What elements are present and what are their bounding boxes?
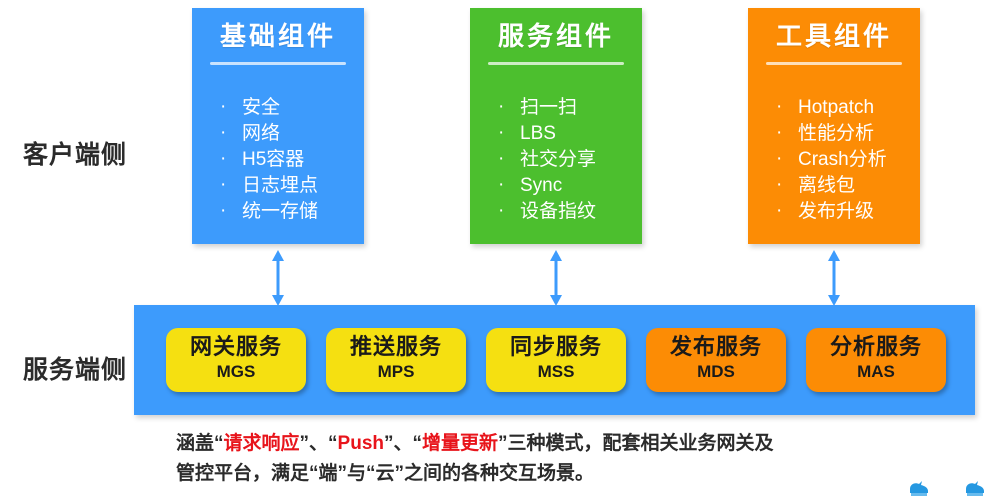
client-side-label: 客户端侧: [22, 141, 127, 169]
bullet-icon: ·: [220, 122, 227, 143]
double-arrow-icon: [828, 250, 840, 306]
list-item: · Hotpatch: [772, 95, 920, 121]
list-item-label: 性能分析: [798, 123, 875, 144]
bird-logo-icon: [966, 481, 984, 496]
bullet-icon: ·: [498, 200, 505, 221]
list-item: · Sync: [494, 173, 642, 199]
service-box-mds[interactable]: 发布服务 MDS: [646, 328, 786, 392]
caption-highlight: 增量更新: [422, 433, 499, 454]
caption-highlight: Push: [337, 433, 384, 454]
service-abbr: MGS: [216, 362, 256, 381]
list-item-label: Crash分析: [798, 149, 887, 170]
list-item-label: 安全: [242, 97, 281, 118]
bullet-icon: ·: [220, 96, 227, 117]
double-arrow-icon: [550, 250, 562, 306]
caption-text: ”、“: [384, 433, 423, 454]
service-abbr: MPS: [377, 362, 415, 381]
component-card-foundation[interactable]: 基础组件 · 安全 · 网络 · H5容器 · 日志埋点 · 统一存储: [192, 8, 364, 244]
bullet-icon: ·: [220, 200, 227, 221]
caption-text: ”三种模式，配套相关业务网关及: [498, 433, 774, 454]
caption-text: ”、“: [299, 433, 338, 454]
service-name: 同步服务: [509, 334, 602, 359]
card-title-divider: [488, 62, 624, 65]
card-title: 工具组件: [775, 21, 892, 51]
list-item-label: 扫一扫: [520, 97, 578, 118]
service-box-mgs[interactable]: 网关服务 MGS: [166, 328, 306, 392]
list-item-label: 离线包: [798, 175, 856, 196]
list-item-label: 社交分享: [520, 149, 597, 170]
list-item: · 发布升级: [772, 199, 920, 225]
list-item: · 离线包: [772, 173, 920, 199]
card-title-divider: [766, 62, 902, 65]
list-item-label: H5容器: [242, 149, 305, 170]
service-name: 网关服务: [189, 334, 282, 359]
bird-logo-icon: [910, 481, 928, 496]
bullet-icon: ·: [776, 174, 783, 195]
list-item: · LBS: [494, 121, 642, 147]
list-item: · 设备指纹: [494, 199, 642, 225]
service-name: 分析服务: [829, 334, 922, 359]
list-item-label: 设备指纹: [520, 201, 597, 222]
list-item-label: LBS: [520, 123, 556, 144]
card-title: 基础组件: [219, 21, 336, 51]
bullet-icon: ·: [776, 148, 783, 169]
service-box-mps[interactable]: 推送服务 MPS: [326, 328, 466, 392]
list-item-label: Hotpatch: [798, 97, 875, 118]
card-item-list: · 安全 · 网络 · H5容器 · 日志埋点 · 统一存储: [192, 95, 364, 225]
bullet-icon: ·: [498, 148, 505, 169]
list-item: · 网络: [216, 121, 364, 147]
bullet-icon: ·: [498, 96, 505, 117]
card-item-list: · 扫一扫 · LBS · 社交分享 · Sync · 设备指纹: [470, 95, 642, 225]
bullet-icon: ·: [776, 200, 783, 221]
service-box-mas[interactable]: 分析服务 MAS: [806, 328, 946, 392]
bullet-icon: ·: [220, 148, 227, 169]
list-item-label: 日志埋点: [242, 175, 319, 196]
card-title-divider: [210, 62, 346, 65]
list-item: · 扫一扫: [494, 95, 642, 121]
caption-block: 涵盖“请求响应”、“Push”、“增量更新”三种模式，配套相关业务网关及 管控平…: [176, 429, 966, 489]
bullet-icon: ·: [498, 174, 505, 195]
service-name: 发布服务: [669, 334, 762, 359]
server-side-label: 服务端侧: [22, 356, 127, 384]
list-item-label: 网络: [242, 123, 281, 144]
caption-highlight: 请求响应: [223, 433, 300, 454]
service-abbr: MSS: [537, 362, 575, 381]
double-arrow-icon: [272, 250, 284, 306]
bullet-icon: ·: [220, 174, 227, 195]
watermark: [906, 475, 988, 497]
list-item-label: Sync: [520, 175, 563, 196]
component-card-service[interactable]: 服务组件 · 扫一扫 · LBS · 社交分享 · Sync · 设备指纹: [470, 8, 642, 244]
service-abbr: MDS: [697, 362, 735, 381]
caption-line-1: 涵盖“请求响应”、“Push”、“增量更新”三种模式，配套相关业务网关及: [176, 429, 966, 459]
service-abbr: MAS: [857, 362, 895, 381]
card-item-list: · Hotpatch · 性能分析 · Crash分析 · 离线包 · 发布升级: [748, 95, 920, 225]
list-item: · 性能分析: [772, 121, 920, 147]
list-item-label: 统一存储: [242, 201, 319, 222]
list-item: · 统一存储: [216, 199, 364, 225]
list-item: · 安全: [216, 95, 364, 121]
component-card-tools[interactable]: 工具组件 · Hotpatch · 性能分析 · Crash分析 · 离线包 · 发布升级: [748, 8, 920, 244]
bullet-icon: ·: [776, 122, 783, 143]
list-item: · Crash分析: [772, 147, 920, 173]
bullet-icon: ·: [498, 122, 505, 143]
server-side-panel: 网关服务 MGS 推送服务 MPS 同步服务 MSS 发布服务 MDS 分析服务…: [134, 305, 975, 415]
list-item: · H5容器: [216, 147, 364, 173]
service-name: 推送服务: [349, 334, 442, 359]
caption-text: 涵盖“: [176, 433, 224, 454]
card-title: 服务组件: [497, 21, 614, 51]
list-item-label: 发布升级: [798, 201, 875, 222]
service-box-mss[interactable]: 同步服务 MSS: [486, 328, 626, 392]
bullet-icon: ·: [776, 96, 783, 117]
list-item: · 日志埋点: [216, 173, 364, 199]
caption-line-2: 管控平台，满足“端”与“云”之间的各种交互场景。: [176, 463, 595, 484]
list-item: · 社交分享: [494, 147, 642, 173]
